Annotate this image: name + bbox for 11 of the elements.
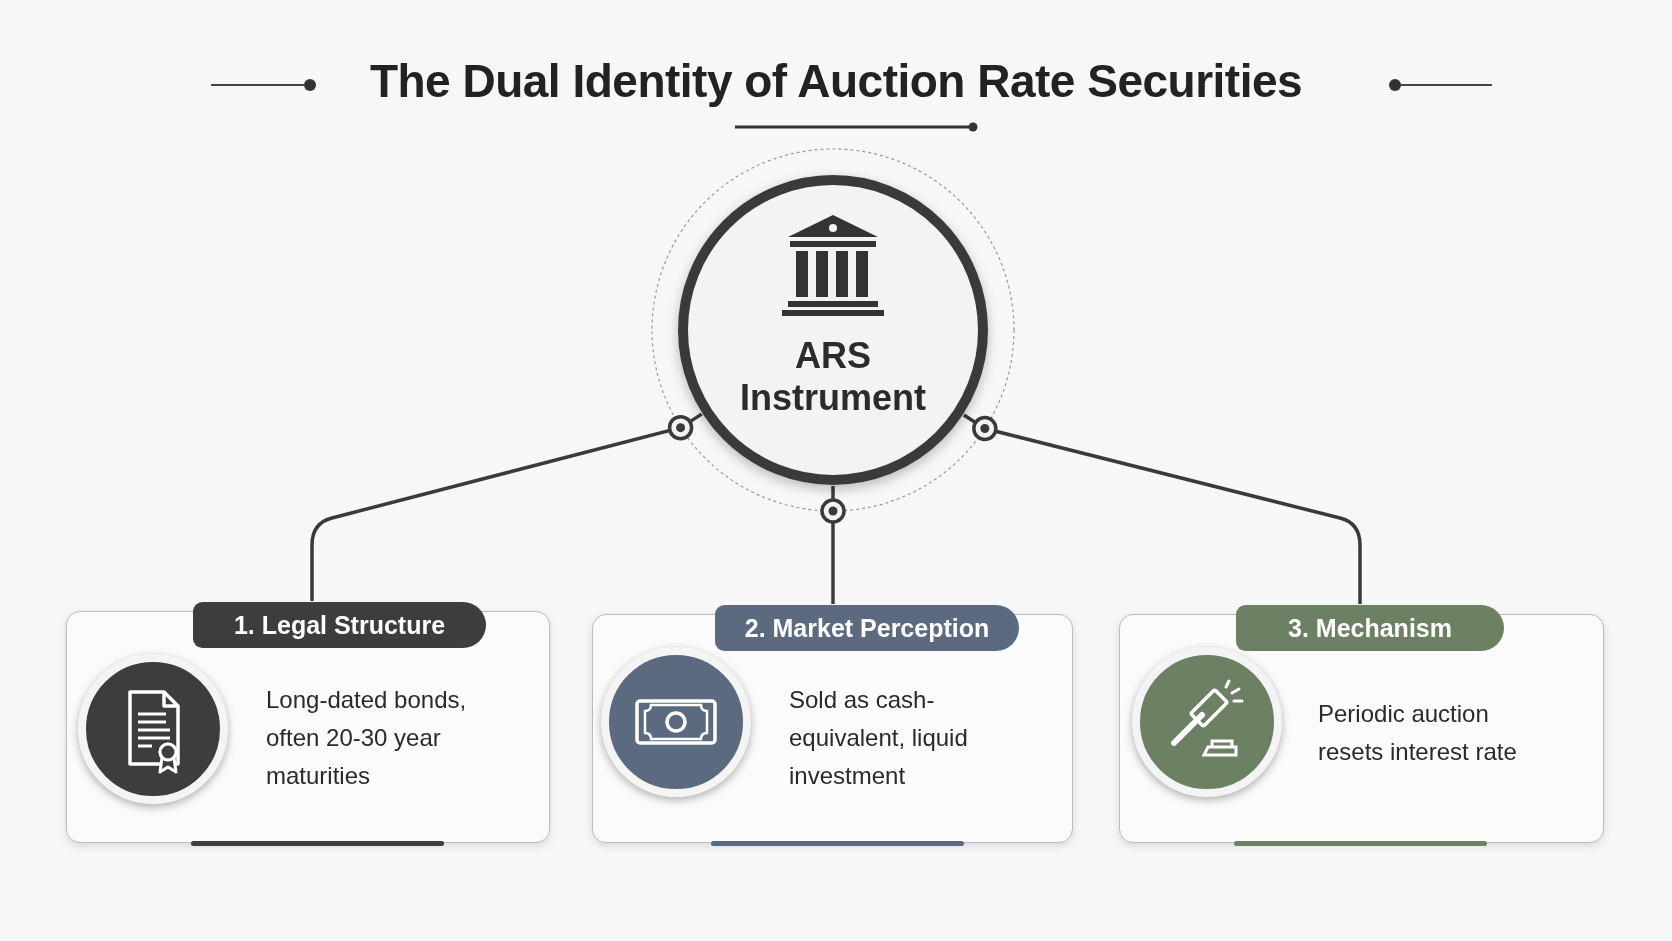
- connector-line: [962, 413, 1362, 604]
- description-text: Long-dated bonds, often 20-30 year maturities: [266, 685, 468, 791]
- description-text: Sold as cash-equivalent, liquid investment: [789, 685, 969, 791]
- description-text: Periodic auction resets interest rate: [1318, 699, 1518, 767]
- section-heading: 2. Market Perception: [715, 605, 1019, 651]
- title: The Dual Identity of Auction Rate Securities: [369, 55, 1303, 107]
- connector-line: [310, 412, 703, 601]
- section-heading: 1. Legal Structure: [193, 602, 486, 648]
- node-label: ARS Instrument: [739, 335, 927, 419]
- connector-line: [831, 486, 835, 604]
- section-heading: 3. Mechanism: [1236, 605, 1504, 651]
